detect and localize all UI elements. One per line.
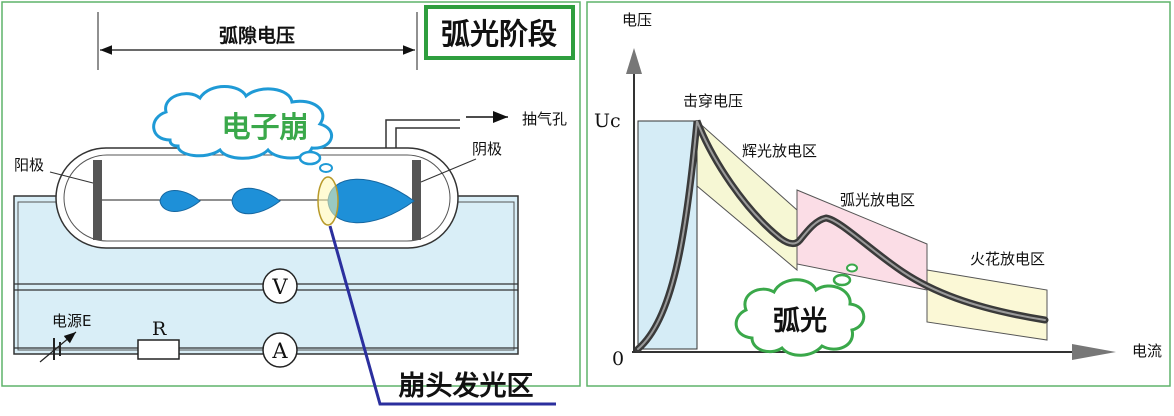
- avalanche-head-glow: [317, 176, 339, 226]
- arc-cloud: [734, 278, 866, 357]
- breakdown-voltage-label: 击穿电压: [683, 92, 743, 110]
- stage-title-box: [424, 5, 575, 60]
- ammeter: [262, 332, 298, 368]
- x-axis-label: 电流: [1132, 342, 1162, 360]
- variable-source-arrow: [39, 331, 77, 363]
- resistor: [137, 339, 180, 360]
- avalanche-large: [327, 178, 415, 224]
- resistor-label: R: [152, 318, 167, 340]
- avalanche-head-label: 崩头发光区: [399, 370, 534, 402]
- cloud-bubble-1: [298, 150, 322, 166]
- left-panel: 弧隙电压 弧光阶段 抽气孔 阳极 阴极 电子崩: [1, 1, 581, 406]
- stage-title: 弧光阶段: [441, 17, 557, 51]
- spark-region-label: 火花放电区: [970, 250, 1045, 268]
- vent-pipe-outer: [385, 119, 460, 148]
- electron-avalanche-label: 电子崩: [221, 110, 308, 144]
- right-panel: 电压 电流 Uc 0 击穿电压 辉光放电区 弧光放电区 火花放电区 弧光: [586, 1, 1171, 387]
- voltmeter-label: V: [271, 275, 288, 299]
- vent-pipe-inner: [395, 127, 460, 148]
- arc-cloud-bubble-1: [832, 273, 852, 287]
- arc-cloud-label: 弧光: [773, 306, 827, 337]
- avalanche-small: [159, 190, 201, 212]
- vent-label: 抽气孔: [522, 110, 567, 128]
- electron-avalanche-cloud: [152, 85, 334, 160]
- y-axis-arrowhead: [626, 48, 642, 74]
- gap-voltage-label: 弧隙电压: [219, 24, 295, 47]
- uc-region-box: [637, 120, 698, 350]
- arc-region-label: 弧光放电区: [840, 191, 915, 209]
- cathode-leader: [420, 158, 477, 183]
- glow-region-label: 辉光放电区: [742, 142, 817, 160]
- vi-curve: [637, 120, 1046, 350]
- origin-label: 0: [612, 348, 624, 370]
- avalanche-head-pointer: [328, 225, 556, 406]
- power-label: 电源E: [52, 312, 91, 330]
- cathode-label: 阴极: [472, 140, 502, 158]
- uc-label: Uc: [594, 110, 621, 132]
- anode-label: 阳极: [14, 156, 44, 174]
- arc-cloud-bubble-2: [846, 263, 858, 273]
- y-axis-label: 电压: [622, 11, 652, 29]
- ammeter-label: A: [271, 339, 288, 363]
- anode-plate: [93, 160, 102, 240]
- voltmeter: [262, 268, 298, 304]
- anode-leader: [49, 171, 94, 184]
- x-axis-arrowhead: [1072, 344, 1116, 360]
- avalanche-medium: [231, 187, 281, 215]
- cloud-bubble-2: [319, 163, 333, 173]
- cathode-plate: [412, 160, 421, 240]
